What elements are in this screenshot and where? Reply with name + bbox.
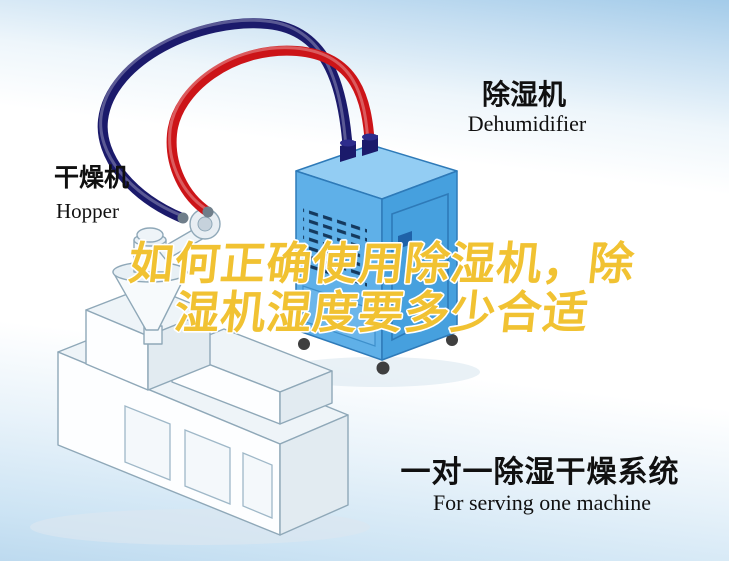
side-door	[391, 192, 449, 342]
return-air-pipe	[97, 18, 353, 223]
dehumidifier-label-en: Dehumidifier	[468, 111, 587, 136]
pipe-connector	[202, 206, 214, 218]
main-title-line2-wrap: 湿机湿度要多少合适	[170, 286, 592, 340]
hopper-machine	[57, 208, 349, 536]
vent-grille	[303, 208, 367, 291]
hose-fitting-return	[340, 141, 356, 162]
machine-body-right-face	[279, 414, 349, 536]
dehumidifier-label-cn: 除湿机	[482, 78, 566, 110]
return-air-pipe-highlight	[99, 18, 348, 217]
hose-fitting-return-cap	[340, 139, 356, 147]
dry-air-pipe-highlight	[168, 46, 370, 211]
system-label-en: For serving one machine	[433, 490, 651, 515]
dehumidifier-unit	[295, 133, 458, 375]
hose-fitting-supply	[362, 135, 378, 156]
hopper-label-en: Hopper	[56, 199, 119, 223]
machine-panel	[184, 429, 231, 505]
hose-fitting-supply-cap	[362, 133, 378, 141]
machine-panel	[124, 405, 171, 481]
caster-wheel	[446, 334, 458, 346]
main-title-line2: 湿机湿度要多少合适	[172, 287, 591, 338]
dehumidifier-side-face	[381, 170, 458, 361]
caster-wheel	[376, 361, 390, 375]
machine-panel	[242, 452, 273, 519]
hose-loop	[97, 18, 375, 224]
blower-cap	[197, 216, 213, 232]
hopper-label-cn: 干燥机	[54, 164, 129, 192]
system-label-cn: 一对一除湿干燥系统	[401, 455, 680, 489]
hopper-dome	[136, 227, 164, 243]
front-service-panel	[302, 285, 376, 347]
main-title-line1: 如何正确使用除湿机，除	[126, 238, 637, 289]
dry-air-pipe	[166, 45, 375, 217]
machine-mid-right-face	[279, 370, 333, 425]
caster-wheel	[298, 338, 310, 350]
control-display	[398, 231, 412, 249]
main-title: 如何正确使用除湿机，除	[124, 237, 638, 291]
pipe-connector	[177, 212, 189, 224]
machine-tower-right-face	[147, 310, 211, 391]
